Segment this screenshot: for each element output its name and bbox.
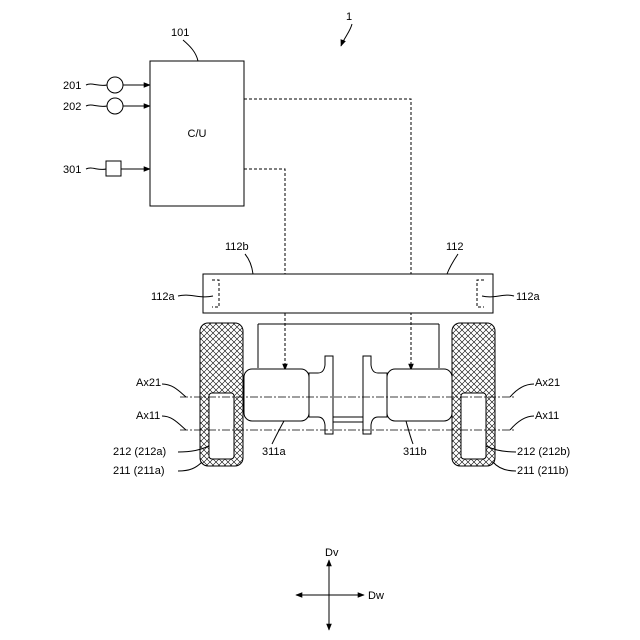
wheel-211-left-leader <box>178 462 202 471</box>
motor-311a-ref: 311a <box>262 446 287 458</box>
sensor-201-ref: 201 <box>63 80 81 92</box>
ax11-left-leader <box>162 416 186 430</box>
sensor-301-leader <box>86 168 106 169</box>
control-unit-leader <box>183 40 198 61</box>
sensor-202-leader <box>86 105 107 106</box>
sensor-301-icon <box>106 161 121 176</box>
system-leader-arrow <box>341 24 352 46</box>
motor-311a-leader <box>272 421 284 444</box>
sensor-201-leader <box>86 84 107 85</box>
wheel-212-left-ref: 212 (212a) <box>113 446 166 458</box>
direction-indicator <box>296 560 364 630</box>
sensor-201-icon <box>107 77 123 93</box>
wheel-211-left-ref: 211 (211a) <box>113 465 165 477</box>
control-unit: C/U <box>150 61 244 206</box>
frame-112a-left-ref: 112a <box>151 291 176 303</box>
frame-112b-leader <box>245 254 253 274</box>
direction-dw-label: Dw <box>368 590 384 602</box>
ax21-right-ref: Ax21 <box>535 377 560 389</box>
frame-112-leader <box>447 254 458 274</box>
motor-311b-leader <box>406 421 413 444</box>
frame-112 <box>203 274 493 313</box>
ax21-left-ref: Ax21 <box>136 377 161 389</box>
ax11-right-leader <box>510 416 534 430</box>
motor-311a <box>244 356 333 434</box>
sensor-202-icon <box>107 98 123 114</box>
ax11-right-ref: Ax11 <box>535 410 559 422</box>
direction-dv-label: Dv <box>325 547 339 559</box>
sensor-202-ref: 202 <box>63 101 81 113</box>
wheel-left <box>200 323 243 466</box>
frame-112-ref: 112 <box>446 241 464 253</box>
sensor-301-ref: 301 <box>63 164 81 176</box>
ax21-right-leader <box>510 384 534 397</box>
ax21-left-leader <box>162 384 186 397</box>
ax11-left-ref: Ax11 <box>136 410 160 422</box>
wheel-211-right-ref: 211 (211b) <box>517 465 569 477</box>
control-unit-ref: 101 <box>171 27 189 39</box>
control-unit-label: C/U <box>188 128 207 140</box>
frame-112b-ref: 112b <box>225 241 249 253</box>
wheel-right <box>452 323 495 466</box>
signal-line-311a <box>244 169 285 370</box>
motor-311b-ref: 311b <box>403 446 427 458</box>
signal-line-311b <box>244 99 411 370</box>
center-shaft <box>333 417 363 422</box>
wheel-212-right-ref: 212 (212b) <box>517 446 570 458</box>
frame-112a-right-ref: 112a <box>516 291 541 303</box>
system-label: 1 <box>346 11 352 23</box>
wheel-211-right-leader <box>493 462 516 471</box>
